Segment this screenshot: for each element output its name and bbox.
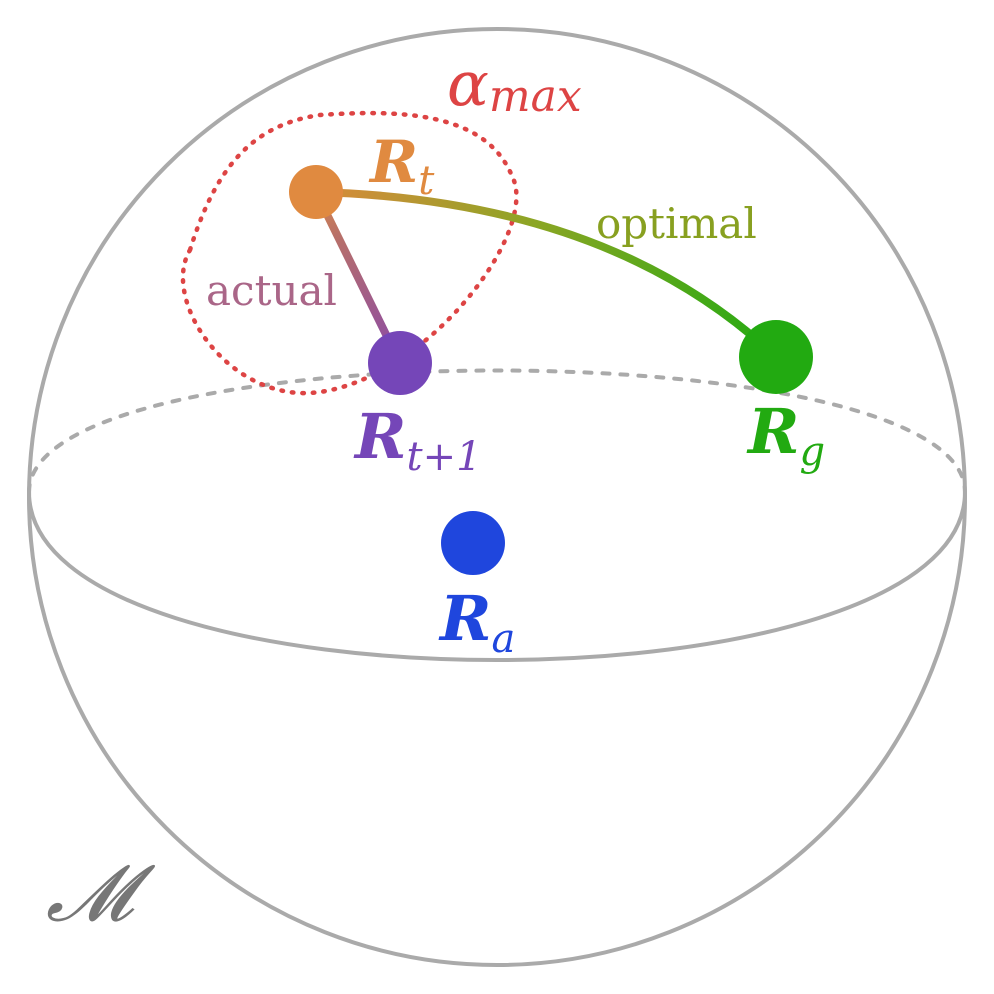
manifold-symbol: 𝓜	[46, 849, 156, 939]
alpha-base: α	[447, 47, 489, 120]
label-anchor: Ra	[438, 582, 515, 662]
optimal-path	[312, 188, 780, 361]
equator-back	[27, 368, 967, 494]
alpha-max-label: αmax	[447, 47, 582, 122]
label-next-sub: t+1	[407, 434, 482, 480]
actual-label: actual	[206, 266, 337, 315]
alpha-max-circle	[180, 110, 519, 396]
point-next	[368, 331, 432, 395]
label-goal-base: R	[746, 395, 800, 468]
point-goal	[739, 320, 813, 394]
label-goal: Rg	[746, 395, 825, 475]
equator-front	[27, 491, 967, 662]
point-anchor	[441, 511, 505, 575]
alpha-sub: max	[489, 71, 582, 122]
label-current-base: R	[368, 128, 418, 196]
label-current-sub: t	[418, 158, 435, 204]
label-current: Rt	[368, 128, 435, 204]
label-next-base: R	[353, 400, 407, 473]
point-current	[289, 165, 343, 219]
label-goal-sub: g	[800, 429, 826, 475]
label-anchor-base: R	[438, 582, 492, 655]
sphere-outline	[27, 27, 967, 967]
optimal-label: optimal	[596, 199, 757, 248]
label-anchor-sub: a	[492, 616, 516, 662]
label-next: Rt+1	[353, 400, 482, 480]
